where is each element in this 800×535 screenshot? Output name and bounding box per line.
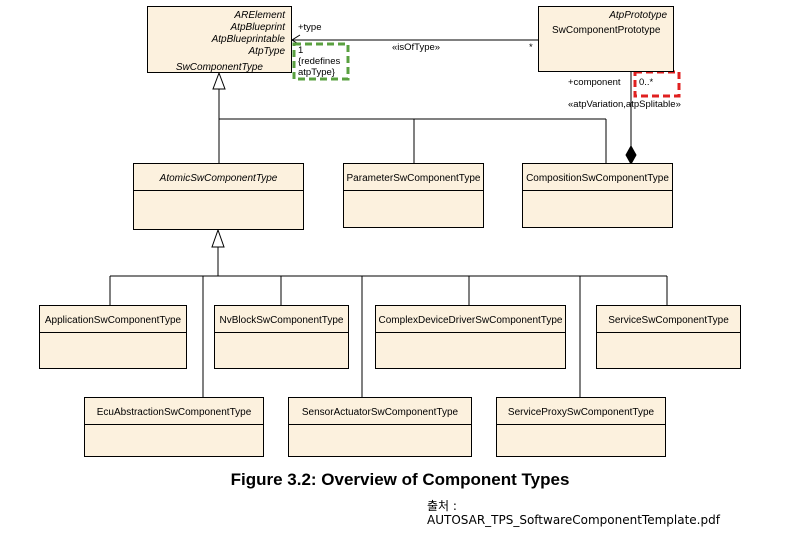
class-name: ServiceSwComponentType xyxy=(608,315,729,326)
source-file: AUTOSAR_TPS_SoftwareComponentTemplate.pd… xyxy=(427,513,720,527)
class-nvblock-sw-component-type[interactable]: NvBlockSwComponentType xyxy=(214,305,349,369)
class-name: CompositionSwComponentType xyxy=(526,173,669,184)
figure-caption: Figure 3.2: Overview of Component Types xyxy=(230,470,570,489)
component-multiplicity-label: 0..* xyxy=(639,77,654,88)
redefines-label-line1: {redefines xyxy=(298,56,341,67)
class-name: NvBlockSwComponentType xyxy=(219,315,344,326)
component-stereotype-label: «atpVariation,atpSplitable» xyxy=(568,99,681,110)
class-sw-component-type[interactable]: ARElement AtpBlueprint AtpBlueprintable … xyxy=(147,6,292,73)
stereotype-arelement: ARElement xyxy=(234,10,285,21)
stereotype-atptype: AtpType xyxy=(248,46,286,57)
generalization-bottom xyxy=(109,228,668,397)
class-service-sw-component-type[interactable]: ServiceSwComponentType xyxy=(596,305,741,369)
class-name: ServiceProxySwComponentType xyxy=(507,407,655,418)
type-multiplicity-label: 1 xyxy=(298,45,304,56)
class-application-sw-component-type[interactable]: ApplicationSwComponentType xyxy=(39,305,187,369)
green-highlight xyxy=(292,42,350,81)
class-name: ApplicationSwComponentType xyxy=(44,315,182,326)
star-multiplicity-label: * xyxy=(529,42,533,53)
stereotype-atpblueprintable: AtpBlueprintable xyxy=(211,34,285,45)
red-highlight xyxy=(633,70,681,98)
class-name: ParameterSwComponentType xyxy=(346,173,481,184)
class-composition-sw-component-type[interactable]: CompositionSwComponentType xyxy=(522,163,673,228)
class-name: EcuAbstractionSwComponentType xyxy=(96,407,252,418)
class-sw-component-prototype[interactable]: AtpPrototype SwComponentPrototype xyxy=(538,6,674,72)
source-label: 출처 : xyxy=(427,499,457,513)
class-complex-device-driver-sw-component-type[interactable]: ComplexDeviceDriverSwComponentType xyxy=(375,305,566,369)
class-parameter-sw-component-type[interactable]: ParameterSwComponentType xyxy=(343,163,484,228)
class-atomic-sw-component-type[interactable]: AtomicSwComponentType xyxy=(133,163,304,230)
stereotype-atpblueprint: AtpBlueprint xyxy=(230,22,285,33)
class-name: SwComponentType xyxy=(175,62,263,73)
stereotype-atpprototype: AtpPrototype xyxy=(609,10,667,21)
component-role-label: +component xyxy=(568,77,621,88)
class-ecu-abstraction-sw-component-type[interactable]: EcuAbstractionSwComponentType xyxy=(84,397,264,457)
class-name: SensorActuatorSwComponentType xyxy=(301,407,459,418)
class-sensor-actuator-sw-component-type[interactable]: SensorActuatorSwComponentType xyxy=(288,397,472,457)
class-name: AtomicSwComponentType xyxy=(159,173,278,184)
class-name: SwComponentPrototype xyxy=(552,25,661,36)
class-service-proxy-sw-component-type[interactable]: ServiceProxySwComponentType xyxy=(496,397,666,457)
type-role-label: +type xyxy=(298,22,322,33)
redefines-label-line2: atpType} xyxy=(298,67,335,78)
generalization-top xyxy=(212,71,607,163)
class-name: ComplexDeviceDriverSwComponentType xyxy=(378,315,563,326)
is-of-type-label: «isOfType» xyxy=(392,42,441,53)
